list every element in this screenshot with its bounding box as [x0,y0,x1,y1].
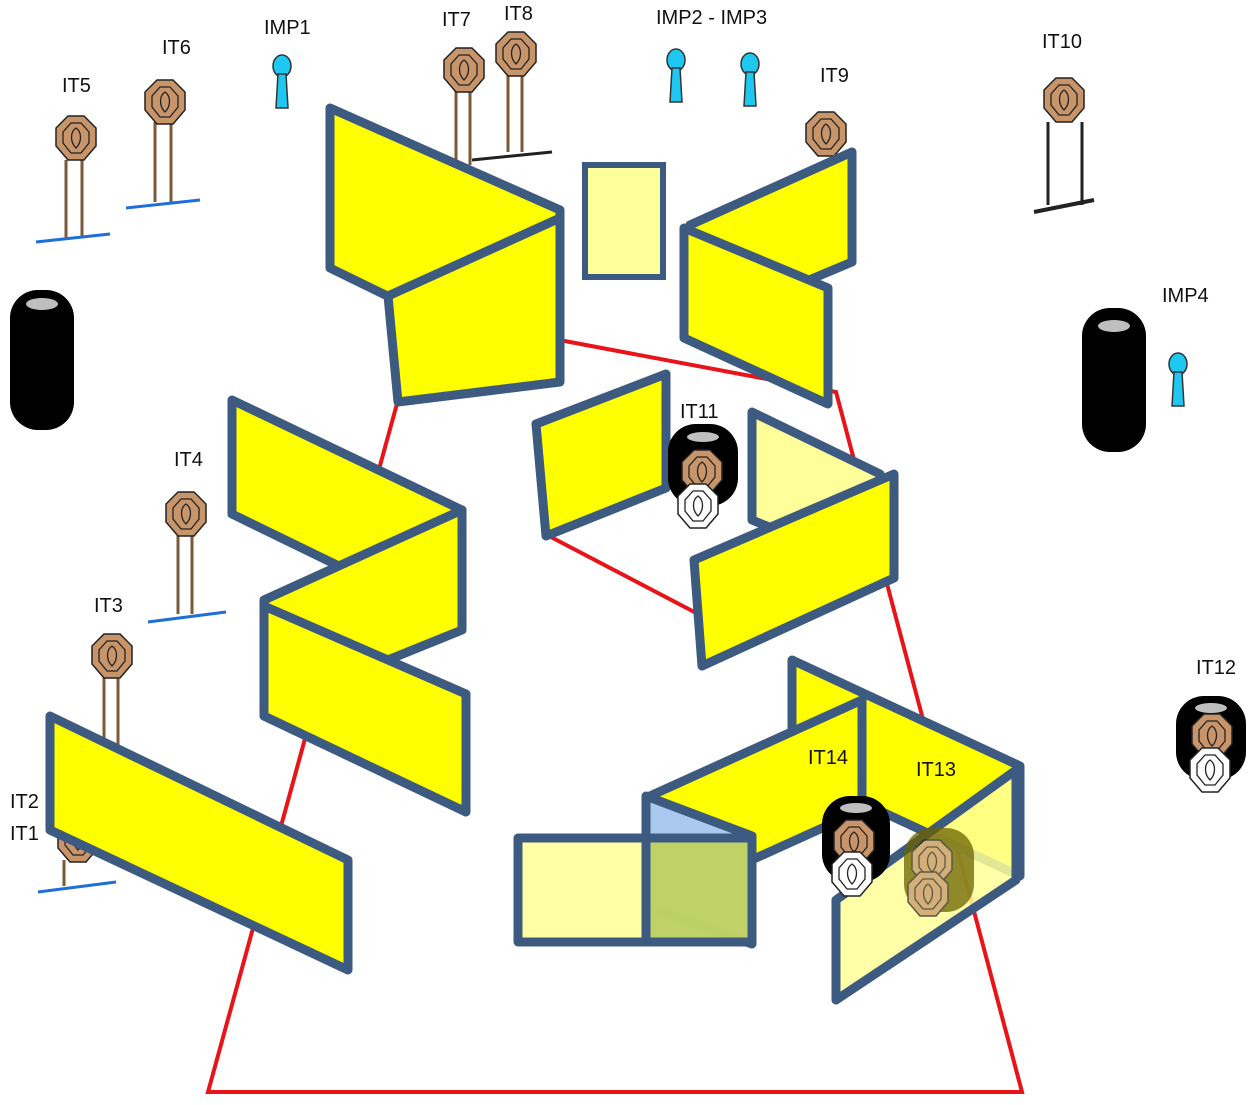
wall-top-right [679,147,857,409]
label-it12: IT12 [1196,657,1237,679]
label-it8: IT8 [504,3,533,25]
label-it13: IT13 [916,759,957,781]
label-it9: IT9 [820,65,849,87]
wall-front-left [45,711,353,975]
no-shoot-imp2 [666,48,686,103]
label-it4: IT4 [174,449,203,471]
wall-center-window [582,162,666,280]
target-it14 [822,796,890,897]
target-it6 [125,79,201,210]
label-it1: IT1 [10,823,39,845]
label-imp2-imp3: IMP2 - IMP3 [656,7,768,29]
target-it2-it1 [37,755,117,894]
target-it12 [1176,696,1246,793]
target-it11 [668,424,738,529]
label-it2: IT2 [10,791,39,813]
tire-stack-right [1082,308,1146,452]
wall-middle-shelter [531,369,899,671]
label-it6: IT6 [162,37,191,59]
no-shoot-imp4 [1168,352,1188,407]
target-it5 [35,115,111,244]
tire-stack-left [10,290,74,430]
no-shoot-imp1 [272,54,292,109]
wall-bottom-right [513,655,1025,1005]
label-it3: IT3 [94,595,123,617]
wall-top-left [325,103,565,407]
wall-left-zigzag [227,395,471,817]
no-shoot-imp3 [740,52,760,107]
target-it4 [147,491,227,624]
label-it10: IT10 [1042,31,1083,53]
target-it13 [904,828,974,917]
label-it14: IT14 [808,747,849,769]
target-it7 [443,47,485,165]
target-it8 [471,31,553,162]
label-it5: IT5 [62,75,91,97]
target-it9 [805,111,847,157]
target-it10 [1033,77,1095,214]
label-imp1: IMP1 [264,17,311,39]
label-it11: IT11 [680,401,719,423]
label-imp4: IMP4 [1162,285,1209,307]
label-it7: IT7 [442,9,471,31]
